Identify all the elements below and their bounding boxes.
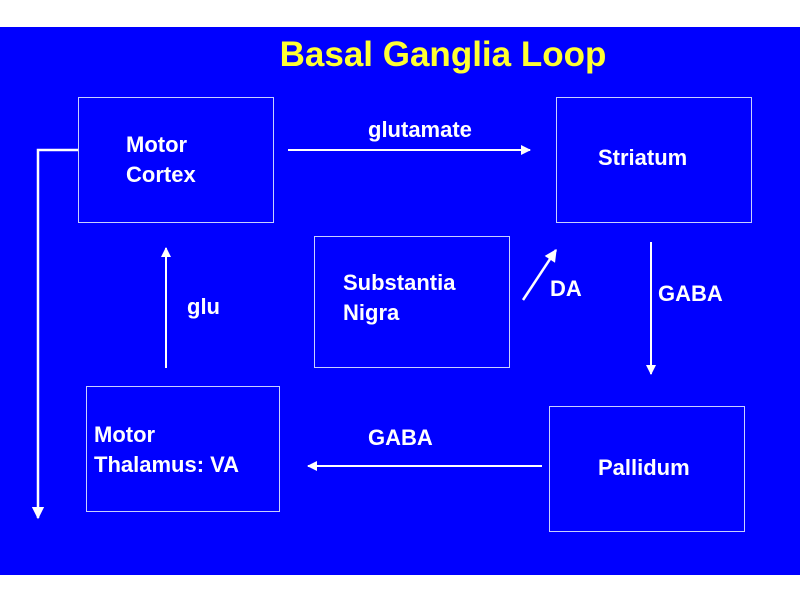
da-label: DA — [550, 276, 582, 301]
pallidum-label: Pallidum — [598, 453, 690, 483]
substantia-nigra-label: Substantia Nigra — [343, 268, 455, 328]
striatum-box — [556, 97, 752, 223]
motor-cortex-line-2: Cortex — [126, 162, 196, 187]
cortex-output-arrow — [31, 148, 78, 520]
substantia-nigra-line-2: Nigra — [343, 300, 400, 325]
substantia-nigra-line-1: Substantia — [343, 270, 456, 295]
pallidum-line-1: Pallidum — [598, 455, 690, 480]
motor-cortex-line-1: Motor — [126, 132, 188, 157]
motor-thalamus-label: Motor Thalamus: VA — [94, 420, 239, 480]
substantia-nigra-box — [314, 236, 510, 368]
motor-cortex-box — [78, 97, 274, 223]
gaba-pallidum-thalamus-label: GABA — [368, 425, 433, 450]
motor-thalamus-box — [86, 386, 280, 512]
motor-cortex-label: Motor Cortex — [126, 130, 196, 190]
pallidum-box — [549, 406, 745, 532]
striatum-line-1: Striatum — [598, 145, 688, 170]
glu-label: glu — [187, 294, 220, 319]
motor-thalamus-line-1: Motor — [94, 422, 156, 447]
diagram-title: Basal Ganglia Loop — [279, 35, 607, 74]
striatum-label: Striatum — [598, 143, 687, 173]
motor-thalamus-line-2: Thalamus: VA — [94, 452, 240, 477]
gaba-striatum-pallidum-label: GABA — [658, 281, 723, 306]
slide-background — [0, 27, 800, 575]
nigra-to-striatum-arrow — [521, 248, 558, 301]
glutamate-label: glutamate — [368, 117, 472, 142]
